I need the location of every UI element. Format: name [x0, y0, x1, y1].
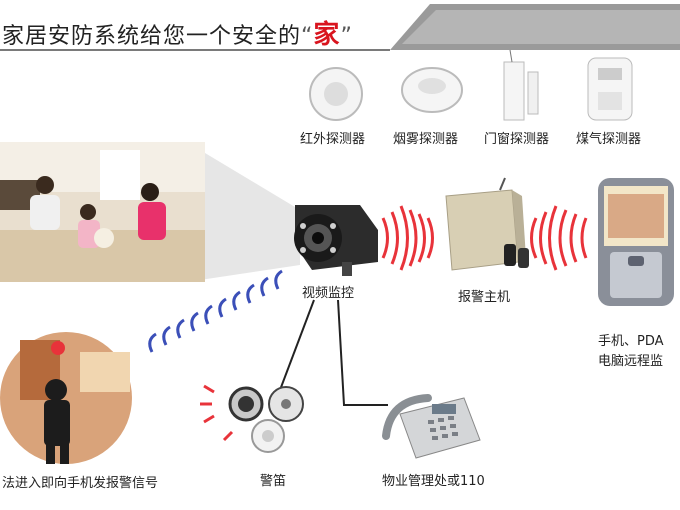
- siren-icon: [200, 384, 304, 453]
- open-quote: “: [301, 24, 314, 49]
- banner-shape: [0, 0, 680, 51]
- red-wave-camera-host: [381, 205, 434, 271]
- wired-connections: [279, 299, 388, 406]
- intruder-scene-image: [0, 332, 132, 464]
- red-wave-host-phone: [530, 205, 588, 271]
- camera-view-beam: [200, 150, 300, 280]
- smoke-detector-icon: [401, 67, 463, 113]
- header-banner: 家居安防系统给您一个安全的“家”: [0, 0, 680, 56]
- camera-icon: [294, 205, 378, 276]
- detector-label-door-window: 门窗探测器: [484, 132, 550, 147]
- intruder-label: 法进入即向手机发报警信号: [2, 476, 159, 491]
- detector-label-infrared: 红外探测器: [300, 132, 366, 147]
- desk-telephone-icon: [382, 394, 481, 459]
- gas-detector-icon: [587, 57, 633, 121]
- detector-label-smoke: 烟雾探测器: [393, 132, 459, 147]
- remote-label-line1: 手机、PDA: [598, 334, 664, 349]
- camera-label: 视频监控: [302, 286, 355, 301]
- infrared-detector-icon: [309, 67, 363, 121]
- detector-label-gas: 煤气探测器: [576, 132, 642, 147]
- alarm-host-label: 报警主机: [458, 290, 511, 305]
- door-window-sensor-icon: [503, 49, 539, 121]
- page-title: 家居安防系统给您一个安全的“家”: [2, 14, 353, 51]
- close-quote: ”: [340, 24, 353, 49]
- property-label: 物业管理处或110: [382, 474, 485, 489]
- mobile-phone-icon: [598, 178, 674, 306]
- remote-label-line2: 电脑远程监: [598, 354, 664, 369]
- alarm-host-icon: [445, 177, 529, 271]
- title-accent-home: 家: [313, 20, 341, 50]
- title-text: 家居安防系统给您一个安全的: [2, 24, 302, 49]
- family-photo-image: [0, 142, 205, 282]
- blue-wave-intruder-camera: [148, 269, 283, 353]
- siren-label: 警笛: [260, 474, 287, 489]
